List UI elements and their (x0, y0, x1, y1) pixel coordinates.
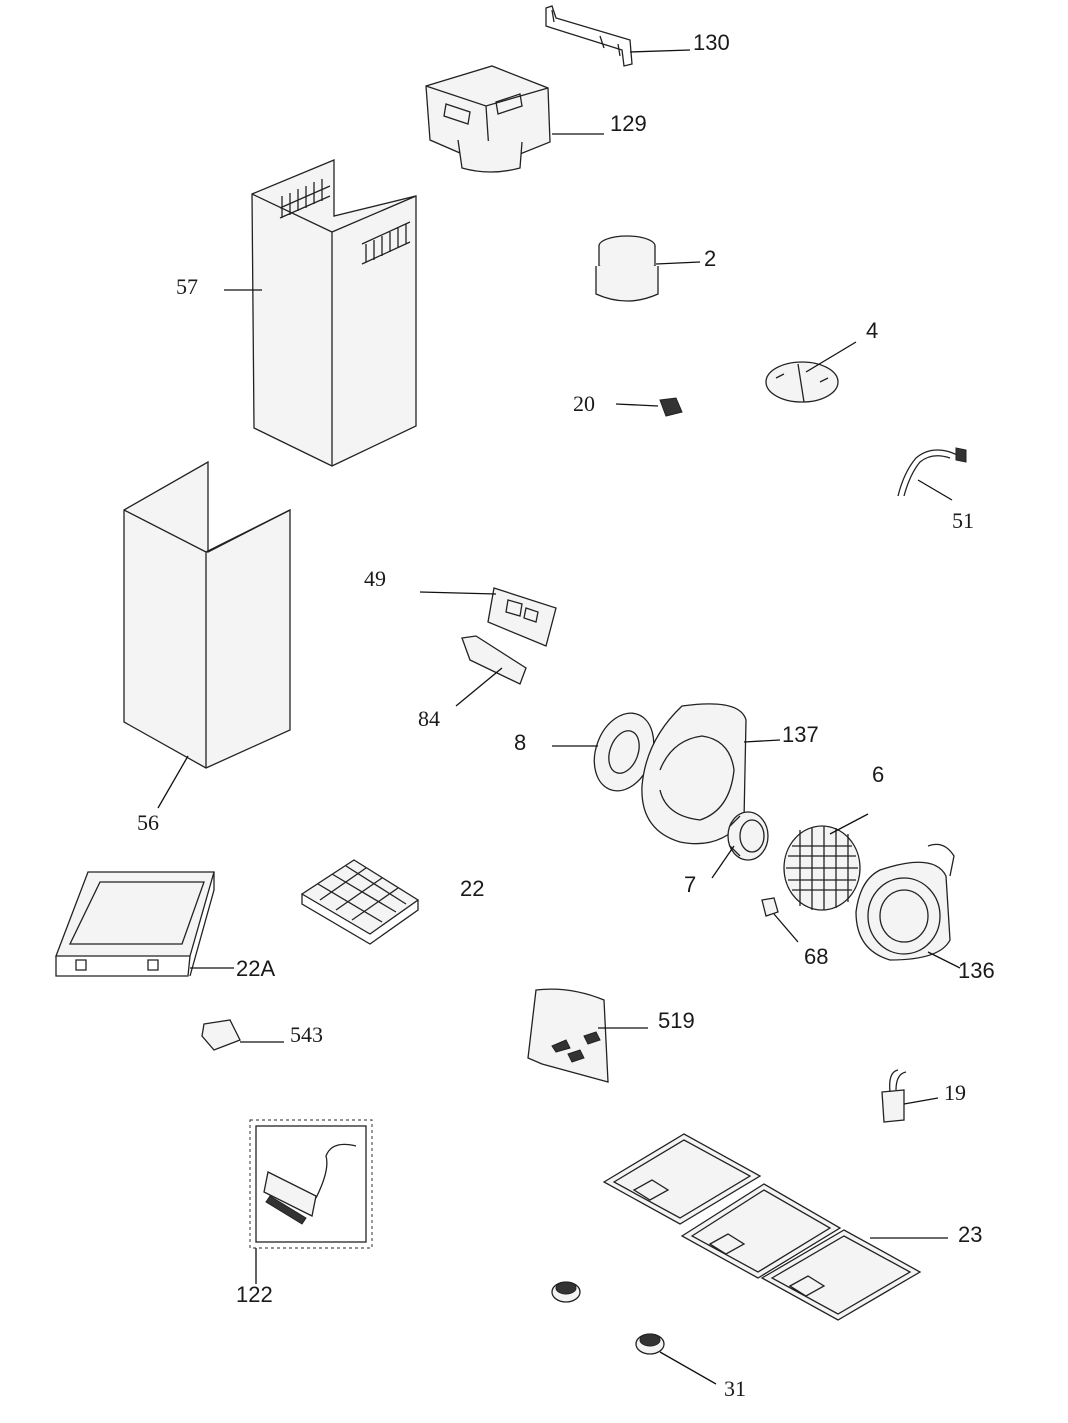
label-23: 23 (958, 1222, 982, 1247)
part-130-bracket: 130 (545, 5, 730, 67)
label-137: 137 (782, 722, 819, 747)
label-6: 6 (872, 762, 884, 787)
label-84: 84 (418, 706, 440, 731)
part-84-board-cover: 84 (418, 635, 527, 731)
part-7-motor: 7 (684, 811, 769, 897)
label-22: 22 (460, 876, 484, 901)
label-122: 122 (236, 1282, 273, 1307)
part-2-duct-connector: 2 (595, 235, 716, 302)
label-4: 4 (866, 318, 878, 343)
part-31-control-knobs: 31 (551, 1281, 746, 1401)
part-49-control-board: 49 (364, 566, 557, 647)
part-136-fan-housing: 136 (855, 843, 995, 983)
part-23-grease-filters: 23 (602, 1133, 982, 1321)
label-136: 136 (958, 958, 995, 983)
part-51-power-cable: 51 (897, 447, 974, 533)
part-137-fan-housing-half: 137 (641, 703, 819, 845)
part-57-upper-chimney: 57 (176, 159, 417, 467)
label-49: 49 (364, 566, 386, 591)
label-2: 2 (704, 246, 716, 271)
label-51: 51 (952, 508, 974, 533)
part-20-switch: 20 (573, 391, 683, 417)
label-8: 8 (514, 730, 526, 755)
label-31: 31 (724, 1376, 746, 1401)
part-19-capacitor: 19 (881, 1069, 966, 1123)
part-22A-filter-frame: 22A (55, 871, 275, 981)
part-56-lower-chimney: 56 (123, 460, 291, 835)
part-22-carbon-filter: 22 (300, 859, 484, 945)
label-7: 7 (684, 872, 696, 897)
label-56: 56 (137, 810, 159, 835)
label-543: 543 (290, 1022, 323, 1047)
part-6-impeller: 6 (783, 762, 884, 911)
label-57: 57 (176, 274, 198, 299)
label-130: 130 (693, 30, 730, 55)
part-68-capacitor-clip: 68 (761, 897, 828, 969)
part-129-air-diverter: 129 (425, 65, 647, 173)
label-519: 519 (658, 1008, 695, 1033)
part-122-light-assembly: 122 (236, 1119, 373, 1307)
label-19: 19 (944, 1080, 966, 1105)
part-519-mounting-kit: 519 (527, 988, 695, 1083)
label-129: 129 (610, 111, 647, 136)
label-68: 68 (804, 944, 828, 969)
part-543-lamp-holder: 543 (201, 1019, 323, 1051)
label-20: 20 (573, 391, 595, 416)
label-22A: 22A (236, 956, 275, 981)
part-4-damper-flap: 4 (765, 318, 878, 403)
part-8-motor-plate: 8 (514, 712, 655, 792)
